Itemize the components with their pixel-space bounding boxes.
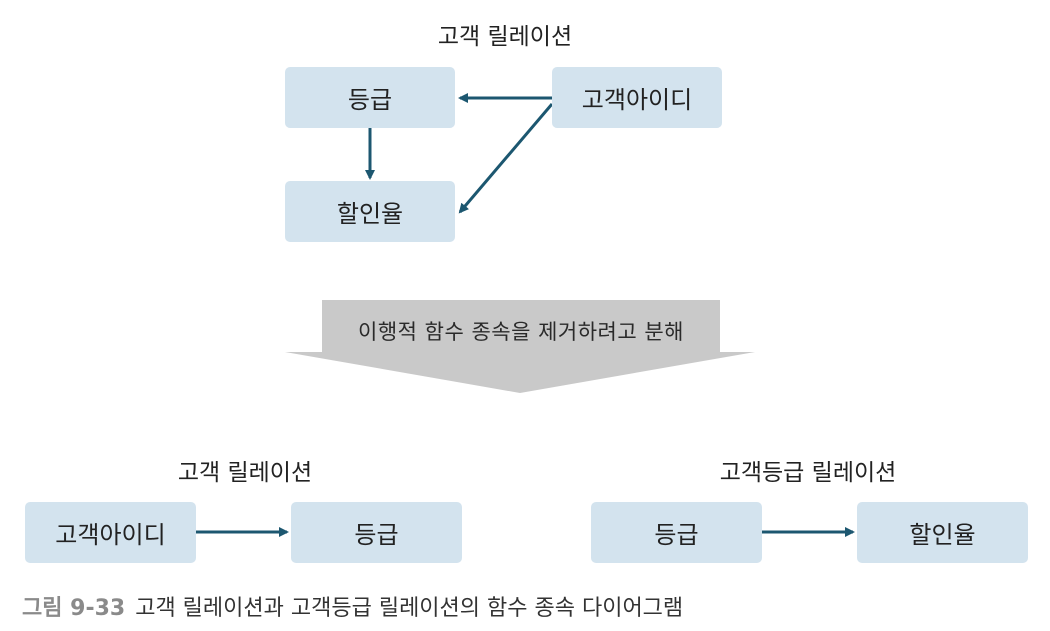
top-customer-id-box: 고객아이디 [552,67,722,128]
top-grade-box: 등급 [285,67,455,128]
bottom-left-customer-id-box: 고객아이디 [25,502,196,563]
bottom-right-grade-box: 등급 [591,502,762,563]
arrow-customer-id-to-discount [458,103,554,214]
figure-caption: 그림 9-33 고객 릴레이션과 고객등급 릴레이션의 함수 종속 다이어그램 [22,590,683,622]
bottom-left-relation-title: 고객 릴레이션 [177,460,313,486]
figure-caption-text: 고객 릴레이션과 고객등급 릴레이션의 함수 종속 다이어그램 [135,596,684,621]
bottom-right-discount-box: 할인율 [857,502,1028,563]
decomposition-label: 이행적 함수 종속을 제거하려고 분해 [358,320,684,344]
figure-number: 그림 9-33 [22,596,126,621]
bottom-left-grade-box: 등급 [291,502,462,563]
decomposition-banner [285,300,755,393]
top-relation-title: 고객 릴레이션 [437,24,573,50]
bottom-right-relation-title: 고객등급 릴레이션 [719,460,897,486]
top-discount-box: 할인율 [285,181,455,242]
